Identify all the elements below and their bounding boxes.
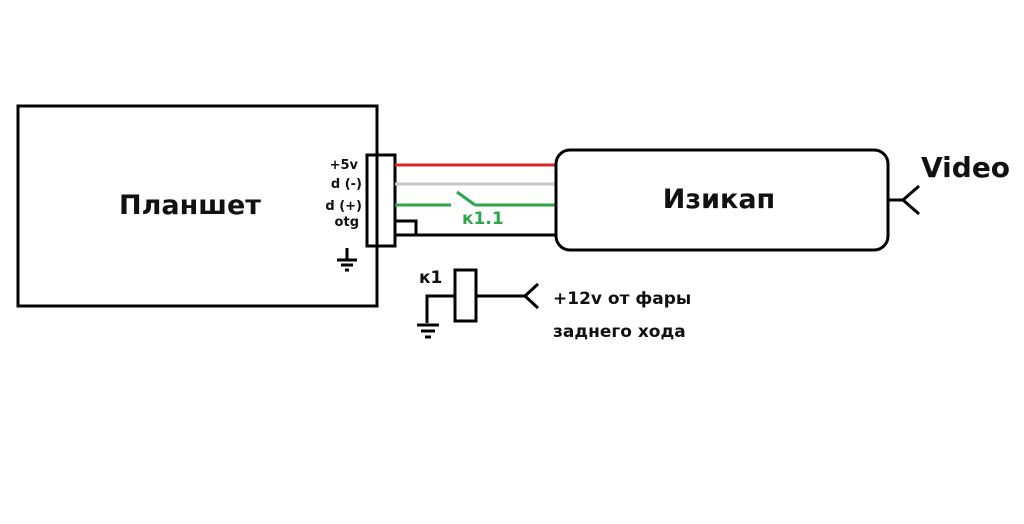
wire-d-plus bbox=[395, 190, 556, 207]
relay-label: к1 bbox=[419, 268, 442, 288]
capture-label: Изикап bbox=[663, 184, 775, 215]
pin-label-d-plus: d (+) bbox=[325, 199, 362, 214]
video-label: Video bbox=[921, 151, 1010, 184]
relay-input-label-line2: заднего хода bbox=[553, 322, 686, 342]
relay-ground-icon bbox=[417, 323, 439, 339]
relay-input-label-line1: +12v от фары bbox=[553, 289, 691, 309]
ground-icon bbox=[337, 248, 357, 272]
wire-otg-ground bbox=[395, 219, 556, 237]
switch-contact-label: к1.1 bbox=[462, 209, 504, 229]
relay-coil bbox=[425, 268, 540, 323]
pin-label-d-minus: d (-) bbox=[331, 177, 362, 192]
video-output-connector-icon bbox=[888, 184, 920, 216]
tablet-label: Планшет bbox=[119, 190, 261, 221]
pin-label-5v: +5v bbox=[330, 158, 359, 173]
pin-label-otg: otg bbox=[335, 215, 359, 230]
usb-connector bbox=[365, 106, 397, 306]
